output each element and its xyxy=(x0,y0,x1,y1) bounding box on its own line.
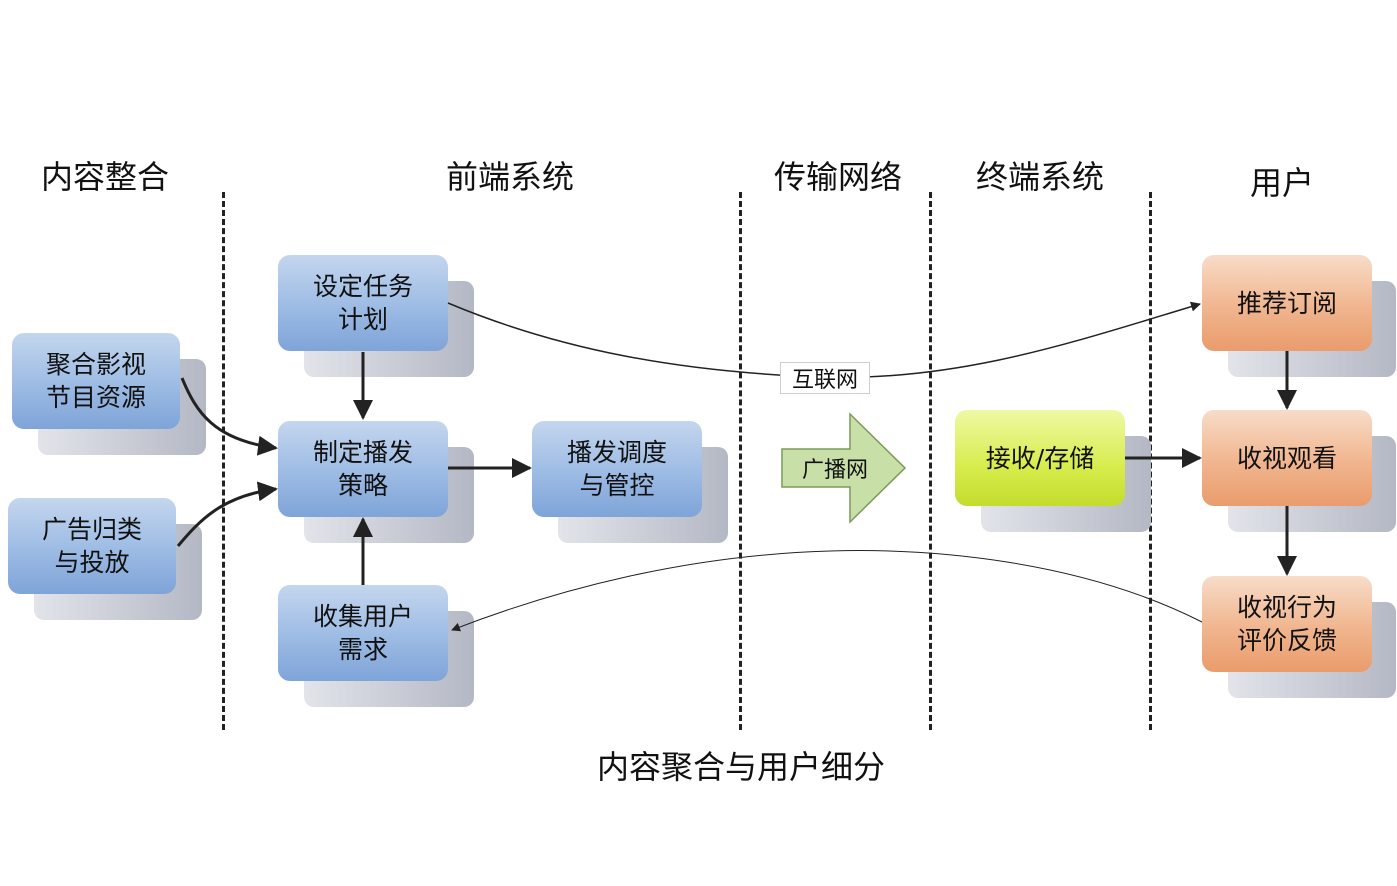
node-label: 设定任务 计划 xyxy=(278,255,448,351)
diagram-caption: 内容聚合与用户细分 xyxy=(596,748,886,786)
divider-3 xyxy=(929,192,932,730)
header-front-end: 前端系统 xyxy=(445,158,575,196)
node-schedule-control[interactable]: 播发调度 与管控 xyxy=(532,421,728,543)
node-label: 收视行为 评价反馈 xyxy=(1202,576,1372,672)
edge-aggregate-to-strategy xyxy=(180,377,278,456)
node-label: 播发调度 与管控 xyxy=(532,421,702,517)
internet-label: 互联网 xyxy=(780,362,870,394)
node-label: 收集用户 需求 xyxy=(278,585,448,681)
node-label: 收视观看 xyxy=(1202,410,1372,506)
node-label: 接收/存储 xyxy=(955,410,1125,506)
node-feedback[interactable]: 收视行为 评价反馈 xyxy=(1202,576,1396,698)
node-label: 推荐订阅 xyxy=(1202,255,1372,351)
header-transmission: 传输网络 xyxy=(773,158,903,196)
node-recommend-subscribe[interactable]: 推荐订阅 xyxy=(1202,255,1396,377)
broadcast-arrow xyxy=(781,412,907,524)
node-receive-store[interactable]: 接收/存储 xyxy=(955,410,1151,532)
node-label: 制定播发 策略 xyxy=(278,421,448,517)
node-collect-demand[interactable]: 收集用户 需求 xyxy=(278,585,474,707)
node-label: 聚合影视 节目资源 xyxy=(12,333,180,429)
divider-1 xyxy=(222,192,225,730)
node-label: 广告归类 与投放 xyxy=(8,498,176,594)
header-user: 用户 xyxy=(1249,164,1315,202)
node-aggregate-resources[interactable]: 聚合影视 节目资源 xyxy=(12,333,206,455)
edge-feedback-to-demand xyxy=(451,550,1203,632)
divider-2 xyxy=(739,192,742,730)
node-broadcast-strategy[interactable]: 制定播发 策略 xyxy=(278,421,474,543)
node-set-task-plan[interactable]: 设定任务 计划 xyxy=(278,255,474,377)
broadcast-net-label: 广播网 xyxy=(801,458,868,483)
header-terminal: 终端系统 xyxy=(975,158,1105,196)
edge-ad-to-strategy xyxy=(176,481,278,547)
node-ad-classify[interactable]: 广告归类 与投放 xyxy=(8,498,202,620)
header-content-integration: 内容整合 xyxy=(40,158,170,196)
node-watch[interactable]: 收视观看 xyxy=(1202,410,1396,532)
